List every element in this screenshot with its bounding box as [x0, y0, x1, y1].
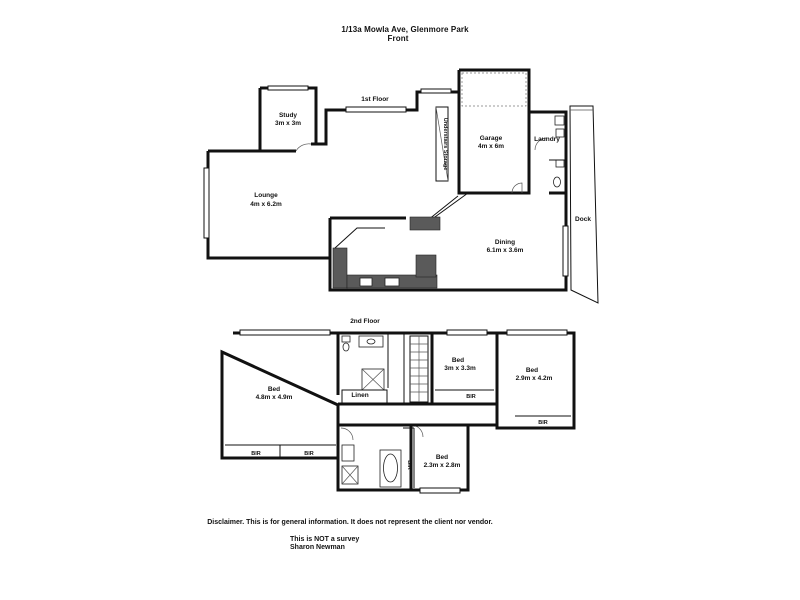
main-bed-window	[239, 329, 331, 336]
plan-orientation: Front	[387, 34, 409, 43]
ensuite-walls	[387, 333, 405, 404]
bed4-door	[410, 424, 424, 438]
plan-address: 1/13a Mowla Ave, Glenmore Park	[341, 25, 469, 34]
first-floor-label: 1st Floor	[361, 96, 389, 103]
lounge-dims: 4m x 6.2m	[250, 201, 282, 208]
main-bed-dims: 4.8m x 4.9m	[256, 394, 293, 401]
disclaimer-text: Disclaimer. This is for general informat…	[207, 519, 493, 526]
bed4-robe	[403, 427, 415, 488]
ensuite-basin	[366, 338, 376, 345]
survey-note: This is NOT a survey	[290, 536, 360, 543]
author-name: Sharon Newman	[290, 544, 345, 551]
ensuite-wc	[342, 342, 350, 352]
bed3-robe-label: BIR	[538, 420, 548, 426]
bathtub-inner	[383, 453, 398, 483]
bed3-name: Bed	[526, 367, 538, 374]
main-bed-robes	[225, 444, 336, 458]
ensuite-wc-cistern	[341, 335, 351, 343]
wc-toilet	[553, 176, 561, 188]
kitchen-island	[334, 227, 385, 249]
understairs-label: Understairs Storage	[442, 118, 448, 171]
kitchen-top-bench	[409, 216, 441, 231]
dining-dims: 6.1m x 3.6m	[487, 247, 524, 254]
dock-name: Dock	[575, 216, 591, 223]
garage-door	[511, 182, 523, 194]
kitchen-side-bench	[332, 247, 348, 289]
study-window	[267, 85, 309, 91]
lounge-name: Lounge	[254, 192, 278, 199]
second-floor-label: 2nd Floor	[350, 318, 380, 325]
understairs-storage	[435, 106, 449, 182]
bed4-window	[419, 487, 461, 494]
understairs-line	[435, 106, 449, 182]
laundry-walls	[529, 110, 568, 195]
bathroom-vanity	[341, 444, 355, 462]
laundry-name: Laundry	[534, 136, 560, 143]
study-dims: 3m x 3m	[275, 120, 301, 127]
entry-window	[420, 88, 452, 94]
bed4-robe-label: BIR	[406, 460, 412, 470]
lounge-side-window	[203, 167, 210, 239]
bathroom-door	[340, 427, 354, 441]
garage-dims: 4m x 6m	[478, 143, 504, 150]
wc-cistern	[555, 159, 565, 168]
first-floor: 1st Floor Study 3m x 3m Lounge 4m x 6.2m…	[203, 68, 599, 304]
dining-name: Dining	[495, 239, 515, 246]
lounge-window	[345, 106, 407, 113]
bed4-dims: 2.3m x 2.8m	[424, 462, 461, 469]
laundry-machine	[555, 128, 565, 138]
entry-wall	[406, 90, 459, 112]
lounge-walls	[206, 151, 332, 290]
laundry-tub	[554, 115, 565, 126]
kitchen-fridge	[415, 254, 437, 278]
second-floor: 2nd Floor Bed 4.8m x 4.9m BIR BIR Linen …	[220, 318, 576, 494]
kitchen-sink	[359, 277, 373, 287]
garage-door-opening	[461, 72, 527, 107]
laundry-door	[534, 137, 548, 151]
bed2-dims: 3m x 3.3m	[444, 365, 476, 372]
dining-door-glass	[562, 225, 569, 277]
ensuite-shower-cross	[361, 368, 385, 391]
linen-cupboard	[341, 389, 388, 405]
bed3-dims: 2.9m x 4.2m	[516, 375, 553, 382]
main-bed-robe-1: BIR	[251, 451, 261, 457]
lounge-upper-walls	[208, 108, 346, 153]
staircase	[409, 335, 429, 403]
bathroom-walls	[336, 425, 413, 492]
garage-name: Garage	[480, 135, 503, 142]
garage-walls	[457, 68, 531, 195]
bed2-name: Bed	[452, 357, 464, 364]
main-bed-name: Bed	[268, 386, 280, 393]
dock-outline	[569, 105, 599, 304]
bed2-robe-label: BIR	[466, 394, 476, 400]
kitchen-cooktop	[384, 277, 400, 287]
bed4-name: Bed	[436, 454, 448, 461]
bed3-window	[506, 329, 568, 336]
bed2-window	[446, 329, 488, 336]
bathroom-shower-cross	[341, 465, 359, 485]
linen-label: Linen	[351, 392, 368, 399]
study-door	[295, 143, 312, 152]
study-name: Study	[279, 112, 297, 119]
main-bed-robe-2: BIR	[304, 451, 314, 457]
hall-walls	[336, 404, 497, 427]
